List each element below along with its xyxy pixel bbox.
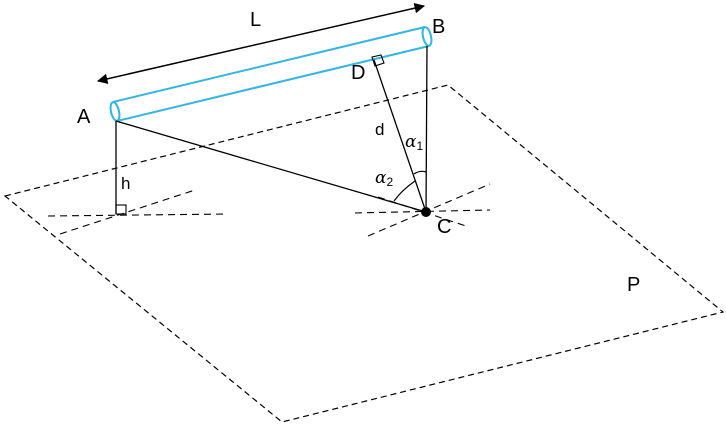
line-a-c xyxy=(115,120,427,213)
plane-p xyxy=(3,84,725,423)
label-alpha1: α1 xyxy=(405,132,423,153)
label-c: C xyxy=(437,216,451,238)
right-angle-marker-h xyxy=(115,204,127,215)
length-arrow xyxy=(96,3,426,84)
dashed-line-under-a-1 xyxy=(47,213,229,217)
line-b-c xyxy=(425,45,428,213)
dashed-line-under-a-2 xyxy=(59,189,196,235)
label-d-distance: d xyxy=(375,120,384,139)
label-h: h xyxy=(121,174,130,193)
line-d-c xyxy=(373,59,427,213)
label-d: D xyxy=(351,62,365,84)
label-alpha2: α2 xyxy=(375,168,393,189)
dashed-line-through-c-1 xyxy=(354,209,491,214)
angle-arc-alpha2 xyxy=(393,180,416,202)
angle-arc-alpha1 xyxy=(413,170,427,175)
label-p: P xyxy=(627,274,640,296)
lamp-tube xyxy=(109,26,433,122)
point-c xyxy=(421,207,431,217)
label-l: L xyxy=(250,9,261,31)
right-angle-marker-d xyxy=(371,54,385,67)
dashed-line-through-c-3 xyxy=(377,196,467,227)
label-a: A xyxy=(77,106,91,128)
label-b: B xyxy=(432,16,445,38)
